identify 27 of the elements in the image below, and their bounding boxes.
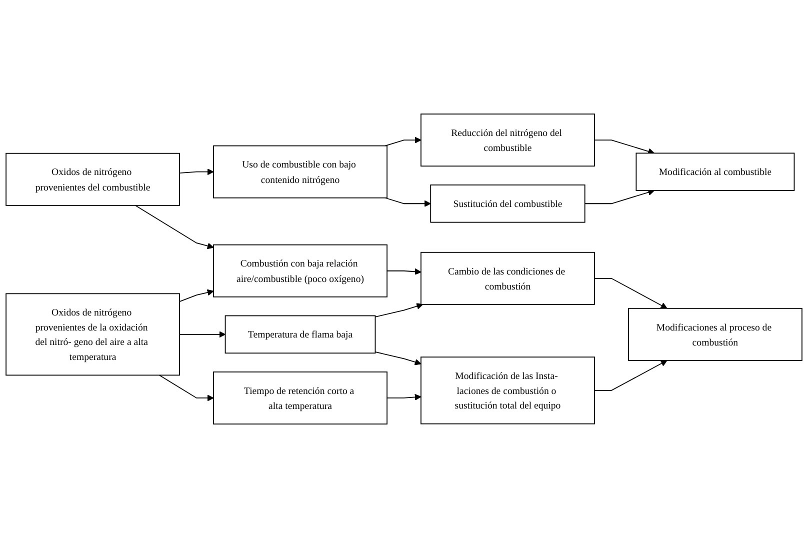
arrow: [594, 278, 668, 309]
node-box: Sustitución del combustible: [430, 184, 586, 223]
node-box: Modificación de las Insta- laciones de combustión o sustitución total del equipo: [420, 356, 595, 424]
node-box: Reducción del nitrógeno del combustible: [420, 114, 595, 167]
node-box: Temperatura de flama baja: [224, 315, 376, 354]
node-box: Uso de combustible con bajo contenido nitrógeno: [213, 145, 388, 198]
arrow: [384, 136, 422, 146]
arrow: [179, 331, 226, 338]
arrow: [134, 204, 214, 250]
node-box: Modificaciones al proceso de combustión: [628, 308, 802, 361]
node-box: Combustión con baja relación aire/combustible (poco oxígeno): [213, 244, 388, 298]
arrow: [594, 140, 655, 155]
arrow: [384, 197, 431, 207]
arrow: [179, 289, 214, 302]
arrow: [179, 168, 214, 176]
node-box: Oxidos de nitrógeno provenientes del combustible: [6, 152, 180, 206]
arrow: [374, 351, 422, 366]
arrow: [584, 189, 655, 204]
arrow: [158, 374, 214, 402]
arrow: [386, 394, 422, 400]
node-box: Modificación al combustible: [636, 152, 795, 191]
arrow: [594, 360, 668, 391]
node-box: Cambio de las condiciones de combustión: [420, 252, 595, 305]
node-box: Tiempo de retención corto a alta temperatura: [213, 371, 388, 424]
arrow: [374, 302, 424, 318]
node-box: Oxidos de nitrógeno provenientes de la oxidación del nitró- geno del aire a alta temperatura: [6, 293, 180, 376]
arrow: [386, 268, 422, 275]
